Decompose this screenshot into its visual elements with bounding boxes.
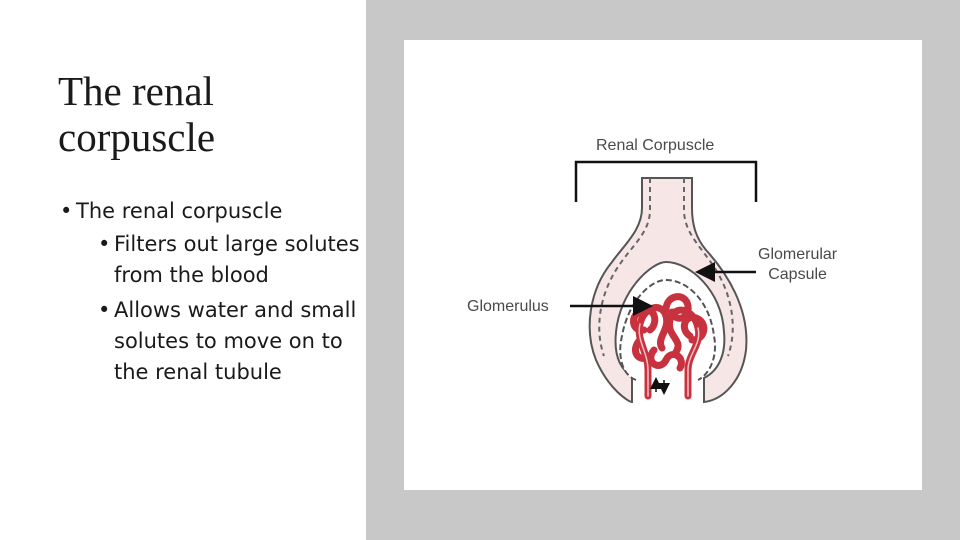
label-glomerular-line2: Capsule xyxy=(758,265,837,285)
bullet-main: The renal corpuscle xyxy=(60,197,360,225)
sub-bullet-filters: Filters out large solutes from the blood xyxy=(98,229,360,291)
renal-corpuscle-figure: Renal Corpuscle Glomerular Capsule Glome… xyxy=(404,40,922,490)
renal-corpuscle-diagram xyxy=(404,40,922,490)
label-glomerular-capsule: Glomerular Capsule xyxy=(758,245,837,285)
slide-title-line1: The renal xyxy=(58,68,348,114)
slide-title: The renal corpuscle xyxy=(58,68,348,160)
label-glomerulus: Glomerulus xyxy=(467,297,549,317)
slide-title-line2: corpuscle xyxy=(58,114,348,160)
label-glomerular-line1: Glomerular xyxy=(758,245,837,265)
sub-bullet-allows: Allows water and small solutes to move o… xyxy=(98,295,360,388)
label-renal-corpuscle: Renal Corpuscle xyxy=(596,136,714,156)
text-panel: The renal corpuscle The renal corpuscle … xyxy=(0,0,366,540)
bullet-list: The renal corpuscle Filters out large so… xyxy=(60,197,360,388)
